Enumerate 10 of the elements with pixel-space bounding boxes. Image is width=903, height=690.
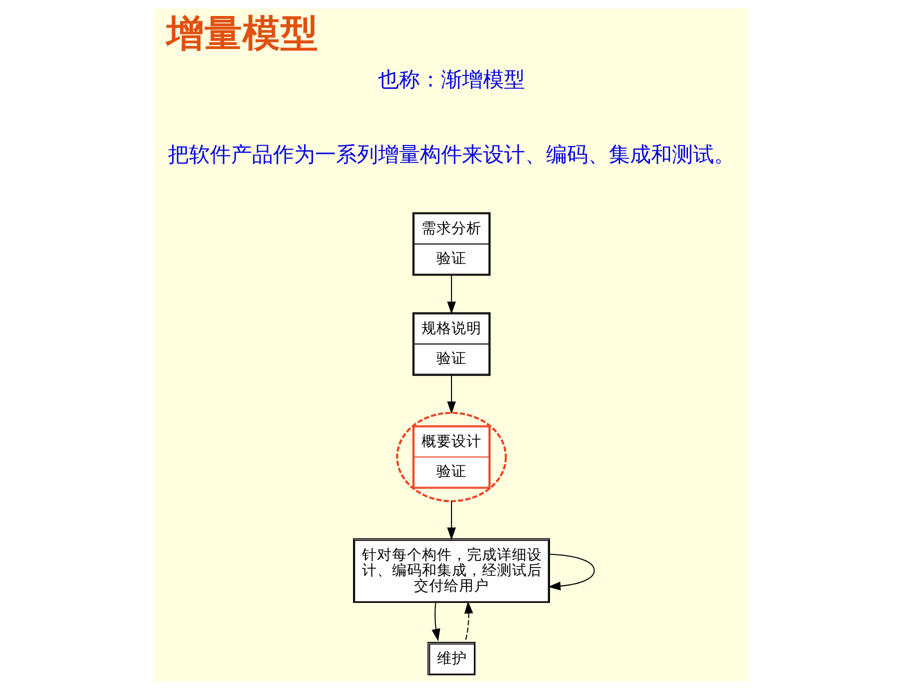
label: 把软件产品作为一系列增量构件来设计、编码、集成和测试。	[168, 142, 735, 167]
arrow	[548, 554, 595, 590]
arrow	[464, 601, 474, 640]
arrow	[432, 602, 440, 642]
diagram-title: 增量模型	[166, 10, 319, 55]
arrow	[447, 501, 456, 540]
node-ellipse: 概要设计 验证	[396, 412, 507, 502]
arrow	[447, 276, 456, 314]
label: 也称：渐增模型	[378, 68, 525, 92]
arrow	[447, 375, 456, 414]
